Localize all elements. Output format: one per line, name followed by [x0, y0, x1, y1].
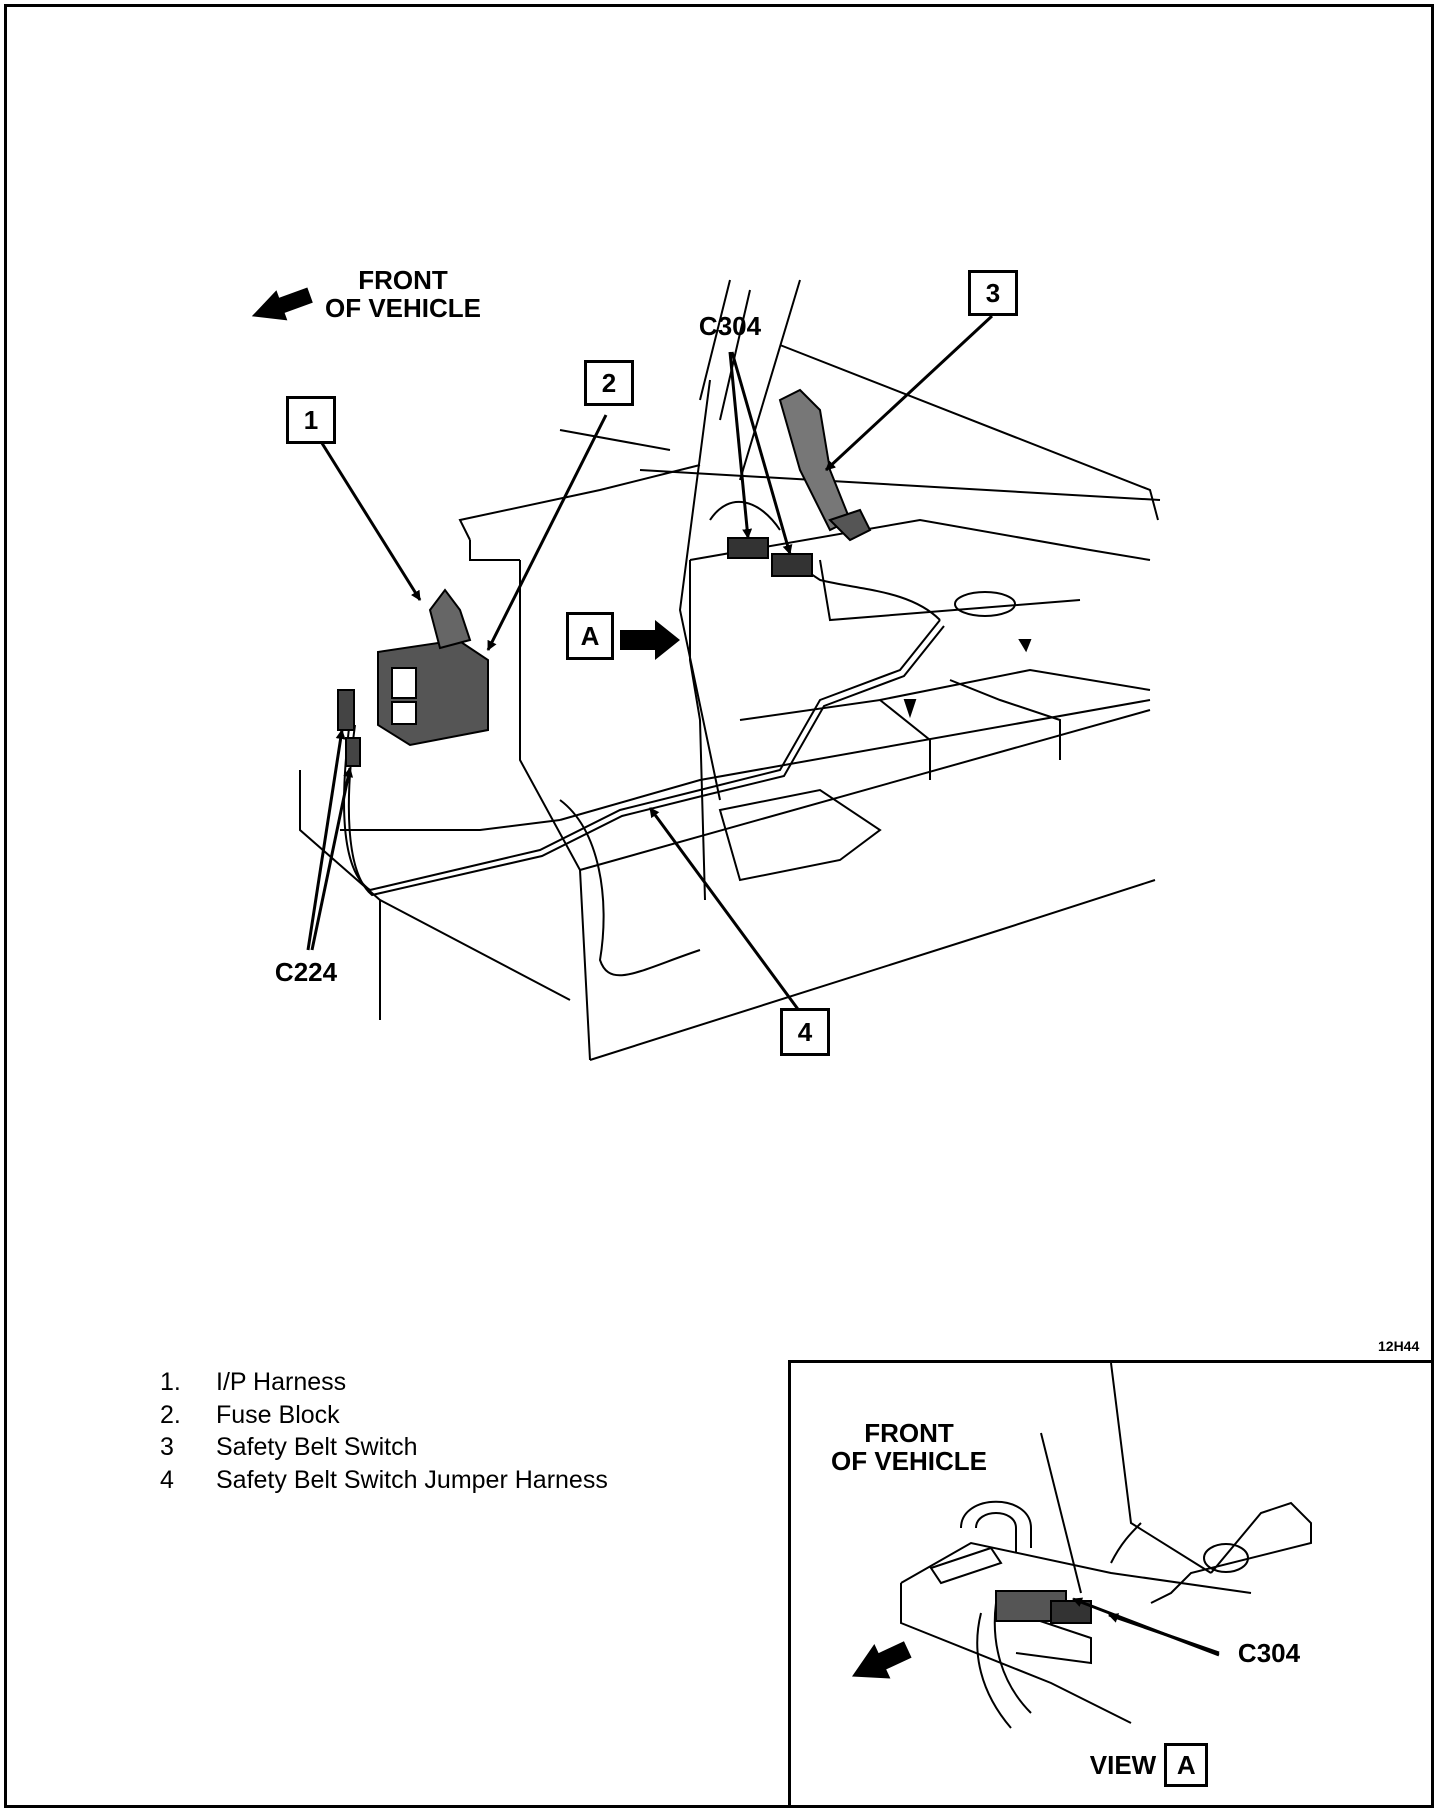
callout-1: 1	[286, 396, 336, 444]
front-of-vehicle-label: FRONT OF VEHICLE	[324, 265, 481, 323]
inset-drawing	[851, 1363, 1312, 1729]
figure-id: 12H44	[1378, 1338, 1420, 1354]
view-caption: VIEW A	[1039, 1743, 1259, 1787]
view-word: VIEW	[1089, 1750, 1157, 1780]
inset-front-of-vehicle-label: FRONT OF VEHICLE	[830, 1418, 987, 1476]
callout-4: 4	[780, 1008, 830, 1056]
view-letter-box: A	[1164, 1743, 1209, 1787]
legend-item: 1.I/P Harness	[160, 1368, 347, 1396]
legend-item: 2.Fuse Block	[160, 1400, 340, 1429]
view-a-arrow	[620, 620, 680, 660]
connector-c224-label: C224	[274, 957, 338, 987]
callout-3: 3	[968, 270, 1018, 316]
view-a-marker: A	[566, 612, 614, 660]
view-a-inset: FRONT OF VEHICLE C304 VIEW A	[788, 1360, 1434, 1808]
front-direction-arrow	[251, 287, 313, 321]
inset-front-arrow	[851, 1641, 912, 1679]
inset-connector-c304-label: C304	[1237, 1638, 1301, 1668]
page-frame	[4, 4, 1434, 1808]
connector-c304-label: C304	[698, 311, 762, 341]
callout-2: 2	[584, 360, 634, 406]
